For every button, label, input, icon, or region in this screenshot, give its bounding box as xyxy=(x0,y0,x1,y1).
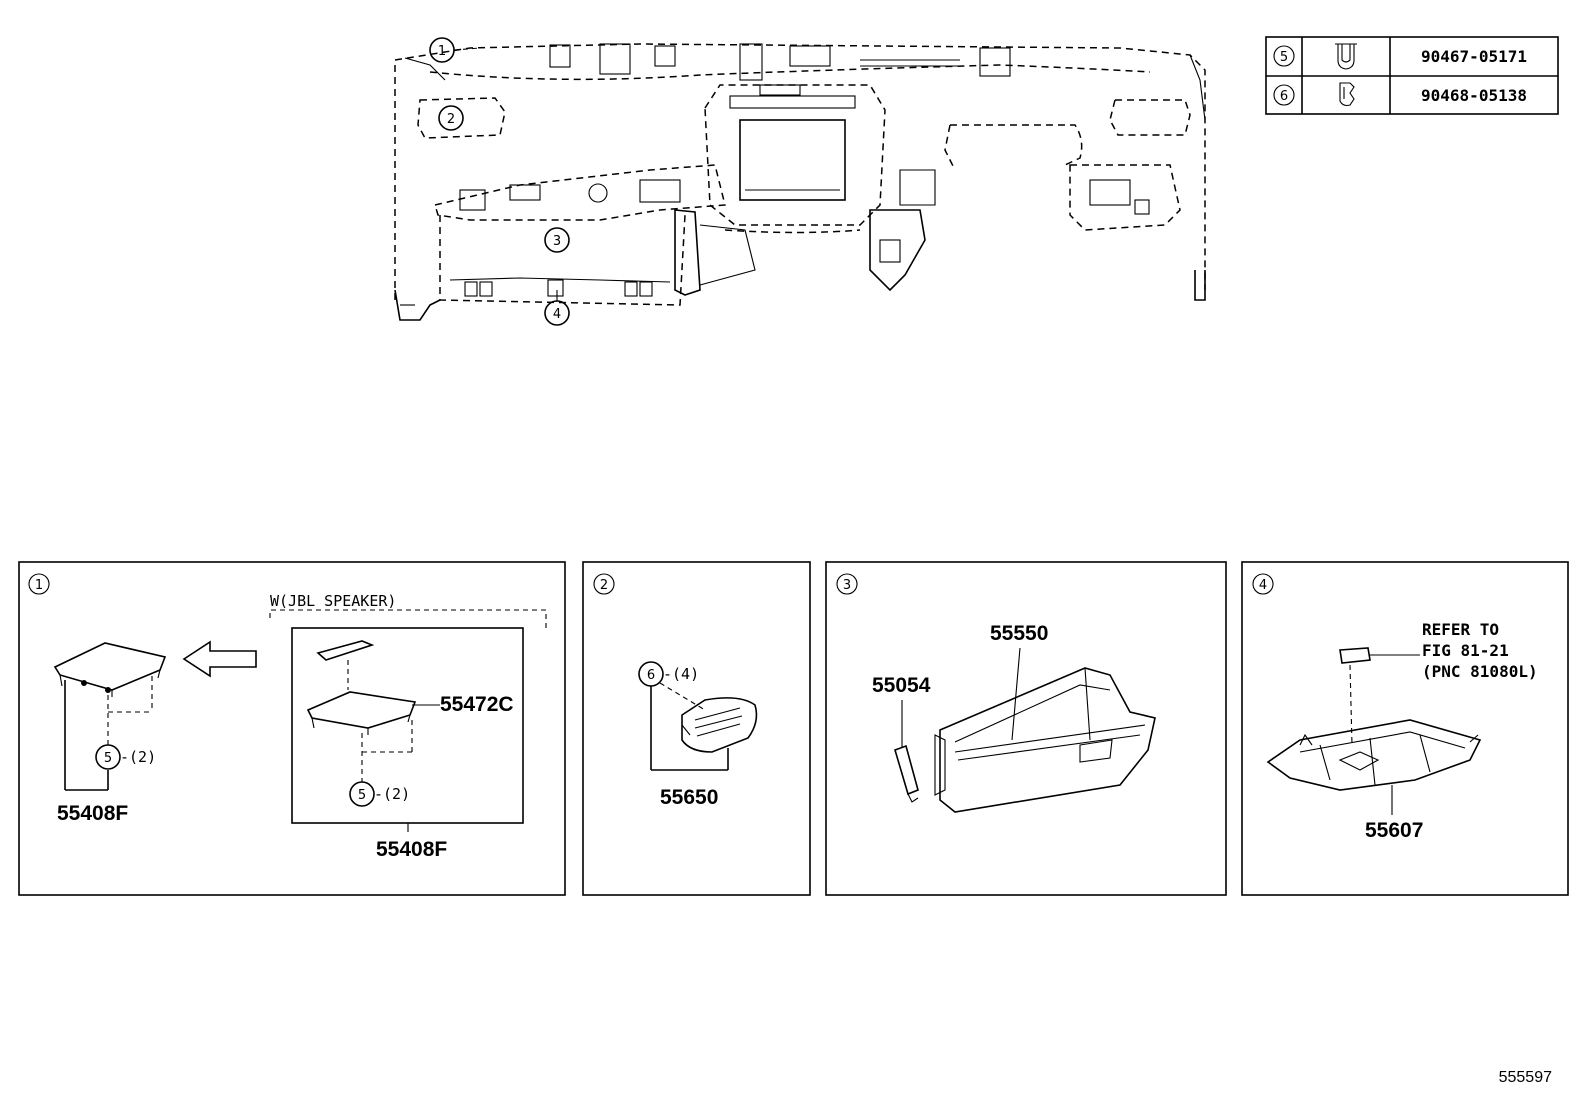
panel-4-part: 55607 xyxy=(1365,819,1423,842)
panel-1-part-right: 55408F xyxy=(376,838,447,861)
panel-2-part: 55650 xyxy=(660,786,718,809)
lower-panel-part xyxy=(1266,719,1482,791)
diagram-id: 555597 xyxy=(1499,1069,1552,1086)
fastener-table: 5 90467-05171 6 90468-05138 xyxy=(1265,36,1559,115)
panel-2: 2 6 -(4) 55650 xyxy=(582,561,811,896)
panel-1-ref: 1 xyxy=(35,578,43,593)
panel-1-part-trim: 55472C xyxy=(440,693,514,716)
panel-1-clip-left-qty: -(2) xyxy=(120,748,156,766)
panel-1-variant-label: W(JBL SPEAKER) xyxy=(270,592,396,610)
panel-4-note-line2: FIG 81-21 xyxy=(1422,641,1509,660)
overview-callout-4: 4 xyxy=(553,307,561,322)
clip-icon xyxy=(1339,82,1355,107)
panel-3-ref: 3 xyxy=(843,578,851,593)
panel-4-ref: 4 xyxy=(1259,578,1267,593)
panel-1-clip-right-qty: -(2) xyxy=(374,785,410,803)
panel-1-part-left: 55408F xyxy=(57,802,128,825)
vent-part xyxy=(681,697,758,753)
panel-3-part-damper: 55054 xyxy=(872,674,931,697)
clip-icon xyxy=(1335,43,1357,70)
connector-part xyxy=(1339,647,1371,664)
panel-1-clip-left-ref: 5 xyxy=(104,751,112,766)
panel-2-clip-ref: 6 xyxy=(647,668,655,683)
panel-1-clip-right-ref: 5 xyxy=(358,788,366,803)
table-part-90468: 90468-05138 xyxy=(1421,86,1527,105)
panel-4: 4 REFER TO FIG 81-21 (PNC 81080L) 55607 xyxy=(1241,561,1569,896)
dashboard-overview: 1 2 3 4 xyxy=(394,37,1206,326)
arrow-icon xyxy=(182,640,257,678)
panel-2-ref: 2 xyxy=(600,578,608,593)
glovebox-part xyxy=(934,667,1156,813)
overview-callout-1: 1 xyxy=(438,44,446,59)
panel-4-note-line3: (PNC 81080L) xyxy=(1422,662,1538,681)
panel-1: 1 5 -(2) 55408F W(JBL SPEAKER) 55472C xyxy=(18,561,566,896)
damper-part xyxy=(894,744,919,803)
table-part-90467: 90467-05171 xyxy=(1421,47,1527,66)
panel-4-note-line1: REFER TO xyxy=(1422,620,1499,639)
overview-callout-3: 3 xyxy=(553,234,561,249)
panel-2-clip-qty: -(4) xyxy=(663,665,699,683)
panel-3: 3 55550 55054 xyxy=(825,561,1227,896)
panel-3-part-box: 55550 xyxy=(990,622,1048,645)
overview-callout-2: 2 xyxy=(447,112,455,127)
table-ref-6: 6 xyxy=(1280,89,1288,104)
table-ref-5: 5 xyxy=(1280,50,1288,65)
